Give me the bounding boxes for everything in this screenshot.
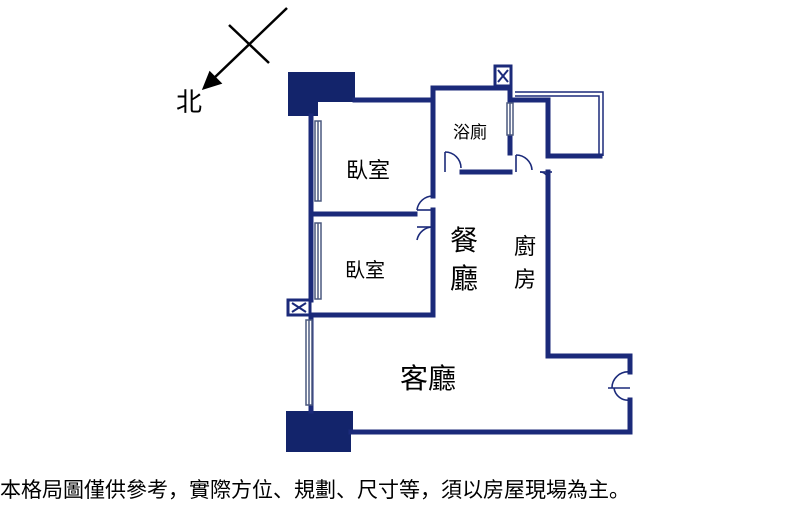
room-label-dining-2: 廳 [450, 262, 478, 295]
room-label-living: 客廳 [400, 362, 456, 395]
room-label-bedroom-1: 臥室 [346, 159, 390, 184]
structural-columns [286, 72, 355, 452]
north-arrow-icon [201, 7, 288, 90]
windows [305, 102, 514, 406]
floor-plan: 北 [176, 7, 633, 452]
room-label-bedroom-2: 臥室 [345, 258, 385, 282]
room-label-kitchen-2: 房 [514, 268, 536, 293]
disclaimer-text: 本格局圖僅供參考，實際方位、規劃、尺寸等，須以房屋現場為主。 [0, 478, 630, 502]
compass-label: 北 [176, 88, 202, 118]
room-label-dining-1: 餐 [450, 224, 478, 257]
balcony-outline [515, 91, 604, 156]
vent-icon [286, 64, 513, 317]
door-swings [416, 151, 631, 401]
room-label-bathroom: 浴廁 [453, 122, 487, 143]
room-label-kitchen-1: 廚 [514, 235, 536, 260]
